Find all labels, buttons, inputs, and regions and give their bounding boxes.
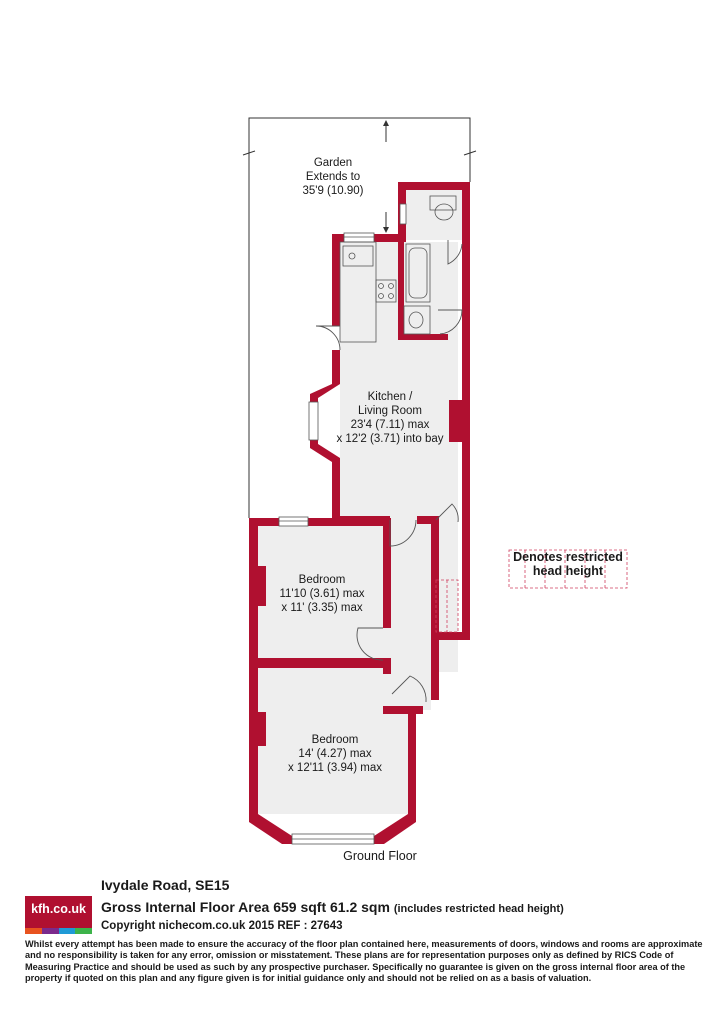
- floor-plan: [242, 117, 477, 845]
- floor-label: Ground Floor: [343, 849, 417, 863]
- floor-area-main: Gross Internal Floor Area 659 sqft 61.2 …: [101, 899, 390, 915]
- fixtures: [339, 195, 457, 343]
- kfh-logo[interactable]: kfh.co.uk: [25, 896, 92, 934]
- disclaimer: Whilst every attempt has been made to en…: [25, 939, 703, 983]
- doors: [315, 240, 463, 703]
- kitchen-label: Kitchen / Living Room 23'4 (7.11) max x …: [336, 391, 444, 445]
- garden-area: [242, 117, 477, 518]
- basin-icon: [403, 305, 431, 335]
- floor-area-note: (includes restricted head height): [393, 903, 564, 915]
- logo-color-bar: [25, 928, 92, 934]
- floor-fills: [258, 188, 464, 814]
- bedroom-1-label: Bedroom 11'10 (3.61) max x 11' (3.35) ma…: [279, 574, 365, 614]
- logo-text: kfh.co.uk: [31, 902, 86, 916]
- floor-area: Gross Internal Floor Area 659 sqft 61.2 …: [101, 899, 564, 915]
- restricted-legend-box: [508, 549, 628, 589]
- hob-icon: [375, 279, 397, 303]
- copyright: Copyright nichecom.co.uk 2015 REF : 2764…: [101, 920, 343, 932]
- windows: [278, 203, 407, 845]
- property-address: Ivydale Road, SE15: [101, 877, 230, 893]
- restricted-legend-text: Denotes restricted head height: [513, 550, 623, 578]
- wc-icon: [429, 195, 457, 211]
- garden-label: Garden Extends to 35'9 (10.90): [302, 157, 364, 197]
- bath-icon: [405, 243, 431, 303]
- bedroom-2-label: Bedroom 14' (4.27) max x 12'11 (3.94) ma…: [287, 734, 383, 774]
- restricted-area: [435, 579, 459, 633]
